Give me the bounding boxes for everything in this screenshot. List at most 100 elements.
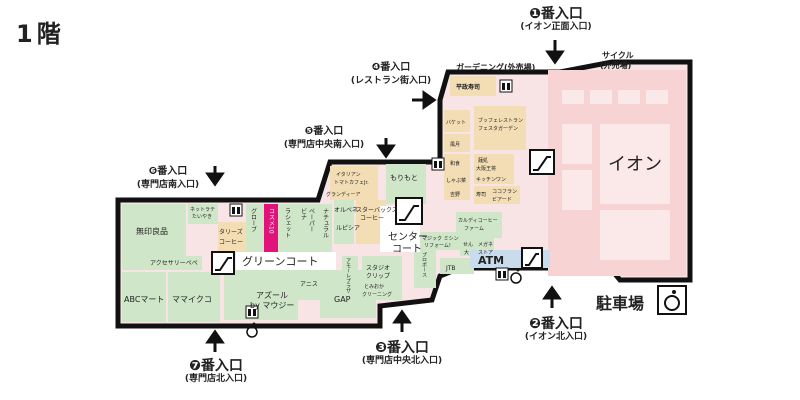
hiraba-shop[interactable] [450, 76, 496, 96]
shop-label: ママイクコ [172, 295, 212, 304]
abc-shop[interactable] [122, 272, 166, 322]
probose-shop[interactable] [414, 248, 436, 288]
cocofuran-shop[interactable] [490, 186, 520, 204]
shaki-shop[interactable] [444, 172, 470, 186]
shop-label: 大 [464, 249, 469, 256]
shop-label: ストア [478, 250, 493, 256]
aeon-label: イオン [608, 154, 662, 175]
entrance-4: ❹番入口 (レストラン街入口) [346, 60, 436, 87]
baket-shop[interactable] [444, 110, 470, 132]
tullys-shop[interactable] [218, 222, 246, 252]
osaka-shop[interactable] [474, 154, 514, 174]
entrance-7-sub: (専門店北入口) [184, 374, 248, 384]
shop-labels: 無印良品 ABCマート ママイクコ アクセサリーペペ ネットラテ たいやき タリ… [124, 83, 523, 310]
escalator-icon [395, 197, 423, 225]
shop-label: クリーニング [362, 291, 392, 298]
globe-shop[interactable] [246, 204, 264, 254]
shop-label: by マウジー [250, 301, 294, 310]
shop-label: グランディーア [326, 191, 360, 198]
shop-label: スタジオ [366, 264, 390, 272]
aeon-inner-rects [562, 90, 670, 260]
orbene-shop[interactable] [334, 200, 354, 244]
studio-shop[interactable] [362, 256, 402, 300]
shop-label: ナチュラル [322, 208, 329, 238]
entrance-6: ❻番入口 (専門店南入口) [126, 164, 210, 191]
shop-label: もりもと [390, 174, 418, 182]
cycle-label: サイクル [602, 50, 634, 60]
mochiya-shop[interactable] [444, 154, 470, 172]
shop-label: ビナ [300, 207, 307, 220]
shop-label: クリップ [366, 273, 390, 280]
shop-label: キッチンワン [476, 177, 506, 183]
italian-shop[interactable] [330, 166, 378, 200]
shop-label: しゃぶ菜 [446, 177, 466, 184]
cosme-shop[interactable] [264, 204, 278, 254]
escalator-icon [211, 251, 235, 275]
shop-label: バケット [446, 119, 466, 126]
netsuke-shop[interactable] [188, 204, 218, 224]
shop-label: ネットラテ [190, 207, 215, 213]
arrow-e3 [392, 309, 412, 332]
entrance-5: ❺番入口 (専門店中央南入口) [276, 124, 372, 151]
gardening-label: ガーデニング(外売場) [456, 62, 535, 72]
amore-shop[interactable] [342, 256, 358, 302]
muji-shop[interactable] [122, 204, 186, 256]
cycle-sub-label: (外売場) [600, 60, 631, 70]
entrance-6-title: ❻番入口 [148, 166, 188, 177]
jtb-shop[interactable] [440, 258, 474, 274]
entrance-1-title: ❶番入口 [529, 6, 583, 22]
shop-label: コーヒー [219, 239, 243, 246]
arrow-e1 [545, 40, 565, 65]
bijin-shop[interactable] [296, 204, 318, 254]
restroom-icon [499, 79, 513, 93]
shop-label: コスメ10 [268, 208, 275, 234]
kitchen-shop[interactable] [474, 172, 514, 184]
shop-label: マジック ミシン [422, 236, 459, 242]
shop-label: ココフラン [492, 189, 517, 195]
arrow-e2 [542, 285, 562, 308]
restroom-icon [431, 157, 445, 171]
mimi-shop[interactable] [420, 232, 460, 250]
restroom-icon [229, 203, 243, 217]
entrance-1-sub: (イオン正面入口) [520, 22, 592, 32]
entrance-5-title: ❺番入口 [304, 126, 344, 137]
entrance-2-title: ❷番入口 [529, 316, 583, 332]
azur-shop[interactable] [224, 270, 298, 320]
shop-label: GAP [334, 295, 351, 304]
nature-shop[interactable] [318, 204, 332, 254]
entrance-4-sub: (レストラン街入口) [350, 76, 432, 86]
atm-label: ATM [478, 254, 504, 267]
shop-label: 寿司 [476, 191, 486, 198]
shop-label: メガネ [478, 241, 493, 248]
shop-label: 麺処 [478, 157, 488, 164]
green-court[interactable] [236, 252, 336, 270]
wheelchair-parking-icon [657, 285, 687, 315]
shop-label: ブッフェレストラン [478, 117, 523, 124]
buffet-shop[interactable] [474, 106, 526, 150]
shop-label: 平政寿司 [456, 83, 480, 91]
center-court-label-1: センター [388, 231, 428, 243]
accessory-shop[interactable] [122, 256, 202, 270]
shop-label: グローブ [250, 207, 257, 232]
restroom-icon [495, 267, 509, 281]
kaichu-shop[interactable] [444, 134, 470, 152]
kaldi-shop[interactable] [456, 212, 502, 238]
entrance-3-title: ❸番入口 [375, 340, 429, 356]
lasheet-shop[interactable] [278, 204, 296, 254]
anis-shop[interactable] [298, 270, 320, 300]
escalator-icon [529, 149, 555, 175]
shop-label: フェスタガーデン [478, 125, 518, 132]
sushi-shop[interactable] [474, 186, 490, 204]
shop-label: コーヒー [360, 215, 384, 222]
shop-label: ビアード [492, 196, 512, 203]
entrance-5-sub: (専門店中央南入口) [283, 140, 365, 150]
arrow-e4 [412, 90, 437, 110]
shop-label: ルピシア [336, 225, 360, 232]
yoshino-shop[interactable] [444, 186, 470, 200]
mamaiko-shop[interactable] [168, 272, 220, 322]
floor-label: 1階 [16, 20, 65, 48]
shop-label: タリーズ [219, 228, 243, 236]
shop-label: オルベネ [334, 207, 358, 214]
shop-label: トマトカフェJr. [334, 180, 369, 186]
entrance-7-title: ❼番入口 [189, 358, 243, 374]
